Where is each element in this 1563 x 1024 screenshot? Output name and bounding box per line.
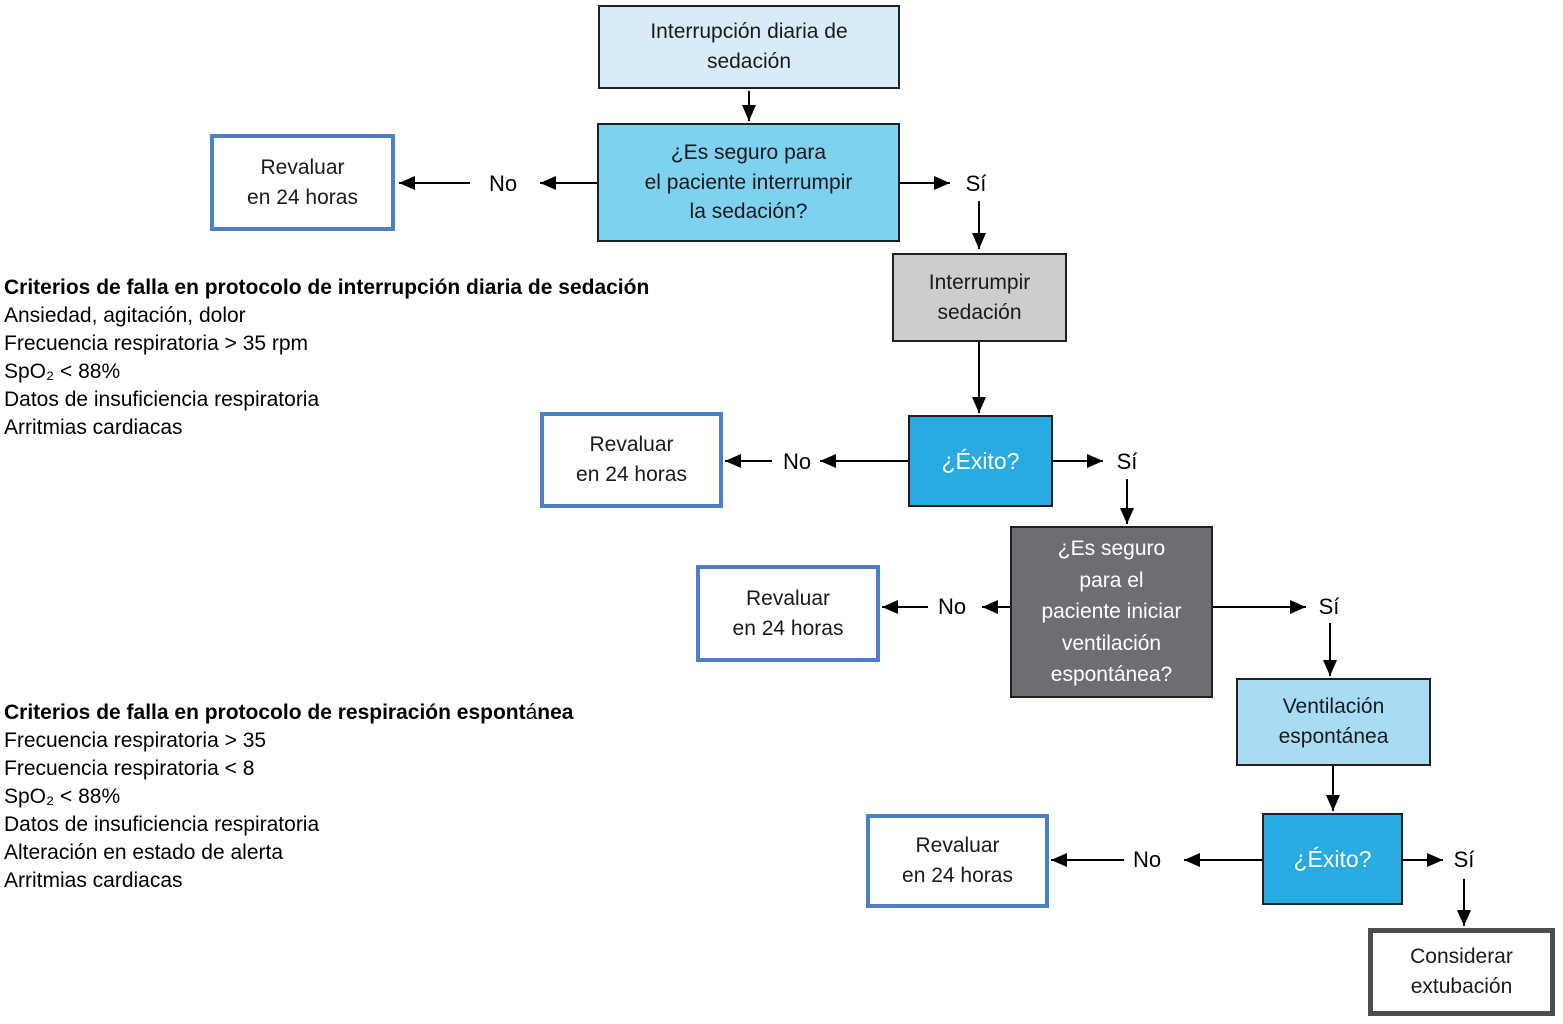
edge-label-no-2: No [779, 449, 815, 475]
criteria-line: SpO₂ < 88% [4, 785, 121, 808]
edge-label-no-4: No [1129, 847, 1165, 873]
criteria-line: Frecuencia respiratoria > 35 [4, 729, 267, 752]
interrupt-sedation-node: Interrumpir sedación [892, 253, 1067, 342]
safe-to-ventilate-question-node: ¿Es seguro para el paciente iniciar vent… [1010, 526, 1213, 698]
edge-label-no-1: No [485, 171, 521, 197]
sedation-failure-criteria-title: Criterios de falla en protocolo de inter… [4, 276, 650, 299]
ventilation-failure-criteria-title: Criterios de falla en protocolo de respi… [4, 701, 574, 724]
success-label-2: ¿Éxito? [1293, 845, 1372, 872]
consider-extubation-label: Considerar extubación [1410, 945, 1513, 998]
sedation-failure-criteria-note: Criterios de falla en protocolo de inter… [4, 274, 649, 442]
reassess-label-1: Revaluar en 24 horas [247, 155, 358, 209]
reassess-label-4: Revaluar en 24 horas [902, 834, 1013, 887]
criteria-line: Datos de insuficiencia respiratoria [4, 388, 320, 411]
spontaneous-ventilation-label: Ventilación espontánea [1278, 695, 1389, 748]
success-question-node-1: ¿Éxito? [908, 415, 1053, 507]
start-node-label: Interrupción diaria de sedación [650, 20, 848, 73]
safe-to-interrupt-question-node: ¿Es seguro para el paciente interrumpir … [597, 123, 900, 242]
interrupt-sedation-label: Interrumpir sedación [928, 270, 1031, 324]
success-label-1: ¿Éxito? [941, 447, 1020, 474]
edge-label-no-3: No [934, 594, 970, 620]
ventilation-failure-criteria-note: Criterios de falla en protocolo de respi… [4, 699, 573, 895]
reassess-label-2: Revaluar en 24 horas [576, 433, 687, 486]
edge-label-yes-1: Sí [962, 171, 990, 197]
reassess-label-3: Revaluar en 24 horas [732, 586, 844, 640]
criteria-line: Frecuencia respiratoria < 8 [4, 757, 255, 780]
reassess-box-2: Revaluar en 24 horas [540, 412, 723, 508]
criteria-line: Arritmias cardiacas [4, 869, 183, 892]
criteria-line: SpO₂ < 88% [4, 360, 121, 383]
spontaneous-ventilation-node: Ventilación espontánea [1236, 678, 1431, 766]
safe-to-ventilate-question-label: ¿Es seguro para el paciente iniciar vent… [1041, 537, 1182, 687]
start-node: Interrupción diaria de sedación [598, 5, 900, 89]
reassess-box-4: Revaluar en 24 horas [866, 814, 1049, 908]
criteria-line: Ansiedad, agitación, dolor [4, 304, 246, 327]
safe-to-interrupt-question-label: ¿Es seguro para el paciente interrumpir … [644, 140, 853, 224]
criteria-line: Datos de insuficiencia respiratoria [4, 813, 320, 836]
criteria-line: Arritmias cardiacas [4, 416, 183, 439]
edge-label-yes-4: Sí [1450, 847, 1478, 873]
edge-label-yes-3: Sí [1315, 594, 1343, 620]
criteria-line: Alteración en estado de alerta [4, 841, 284, 864]
consider-extubation-node: Considerar extubación [1368, 928, 1555, 1016]
success-question-node-2: ¿Éxito? [1262, 813, 1403, 905]
reassess-box-1: Revaluar en 24 horas [210, 134, 395, 231]
edge-label-yes-2: Sí [1113, 449, 1141, 475]
criteria-line: Frecuencia respiratoria > 35 rpm [4, 332, 309, 355]
reassess-box-3: Revaluar en 24 horas [696, 565, 880, 662]
